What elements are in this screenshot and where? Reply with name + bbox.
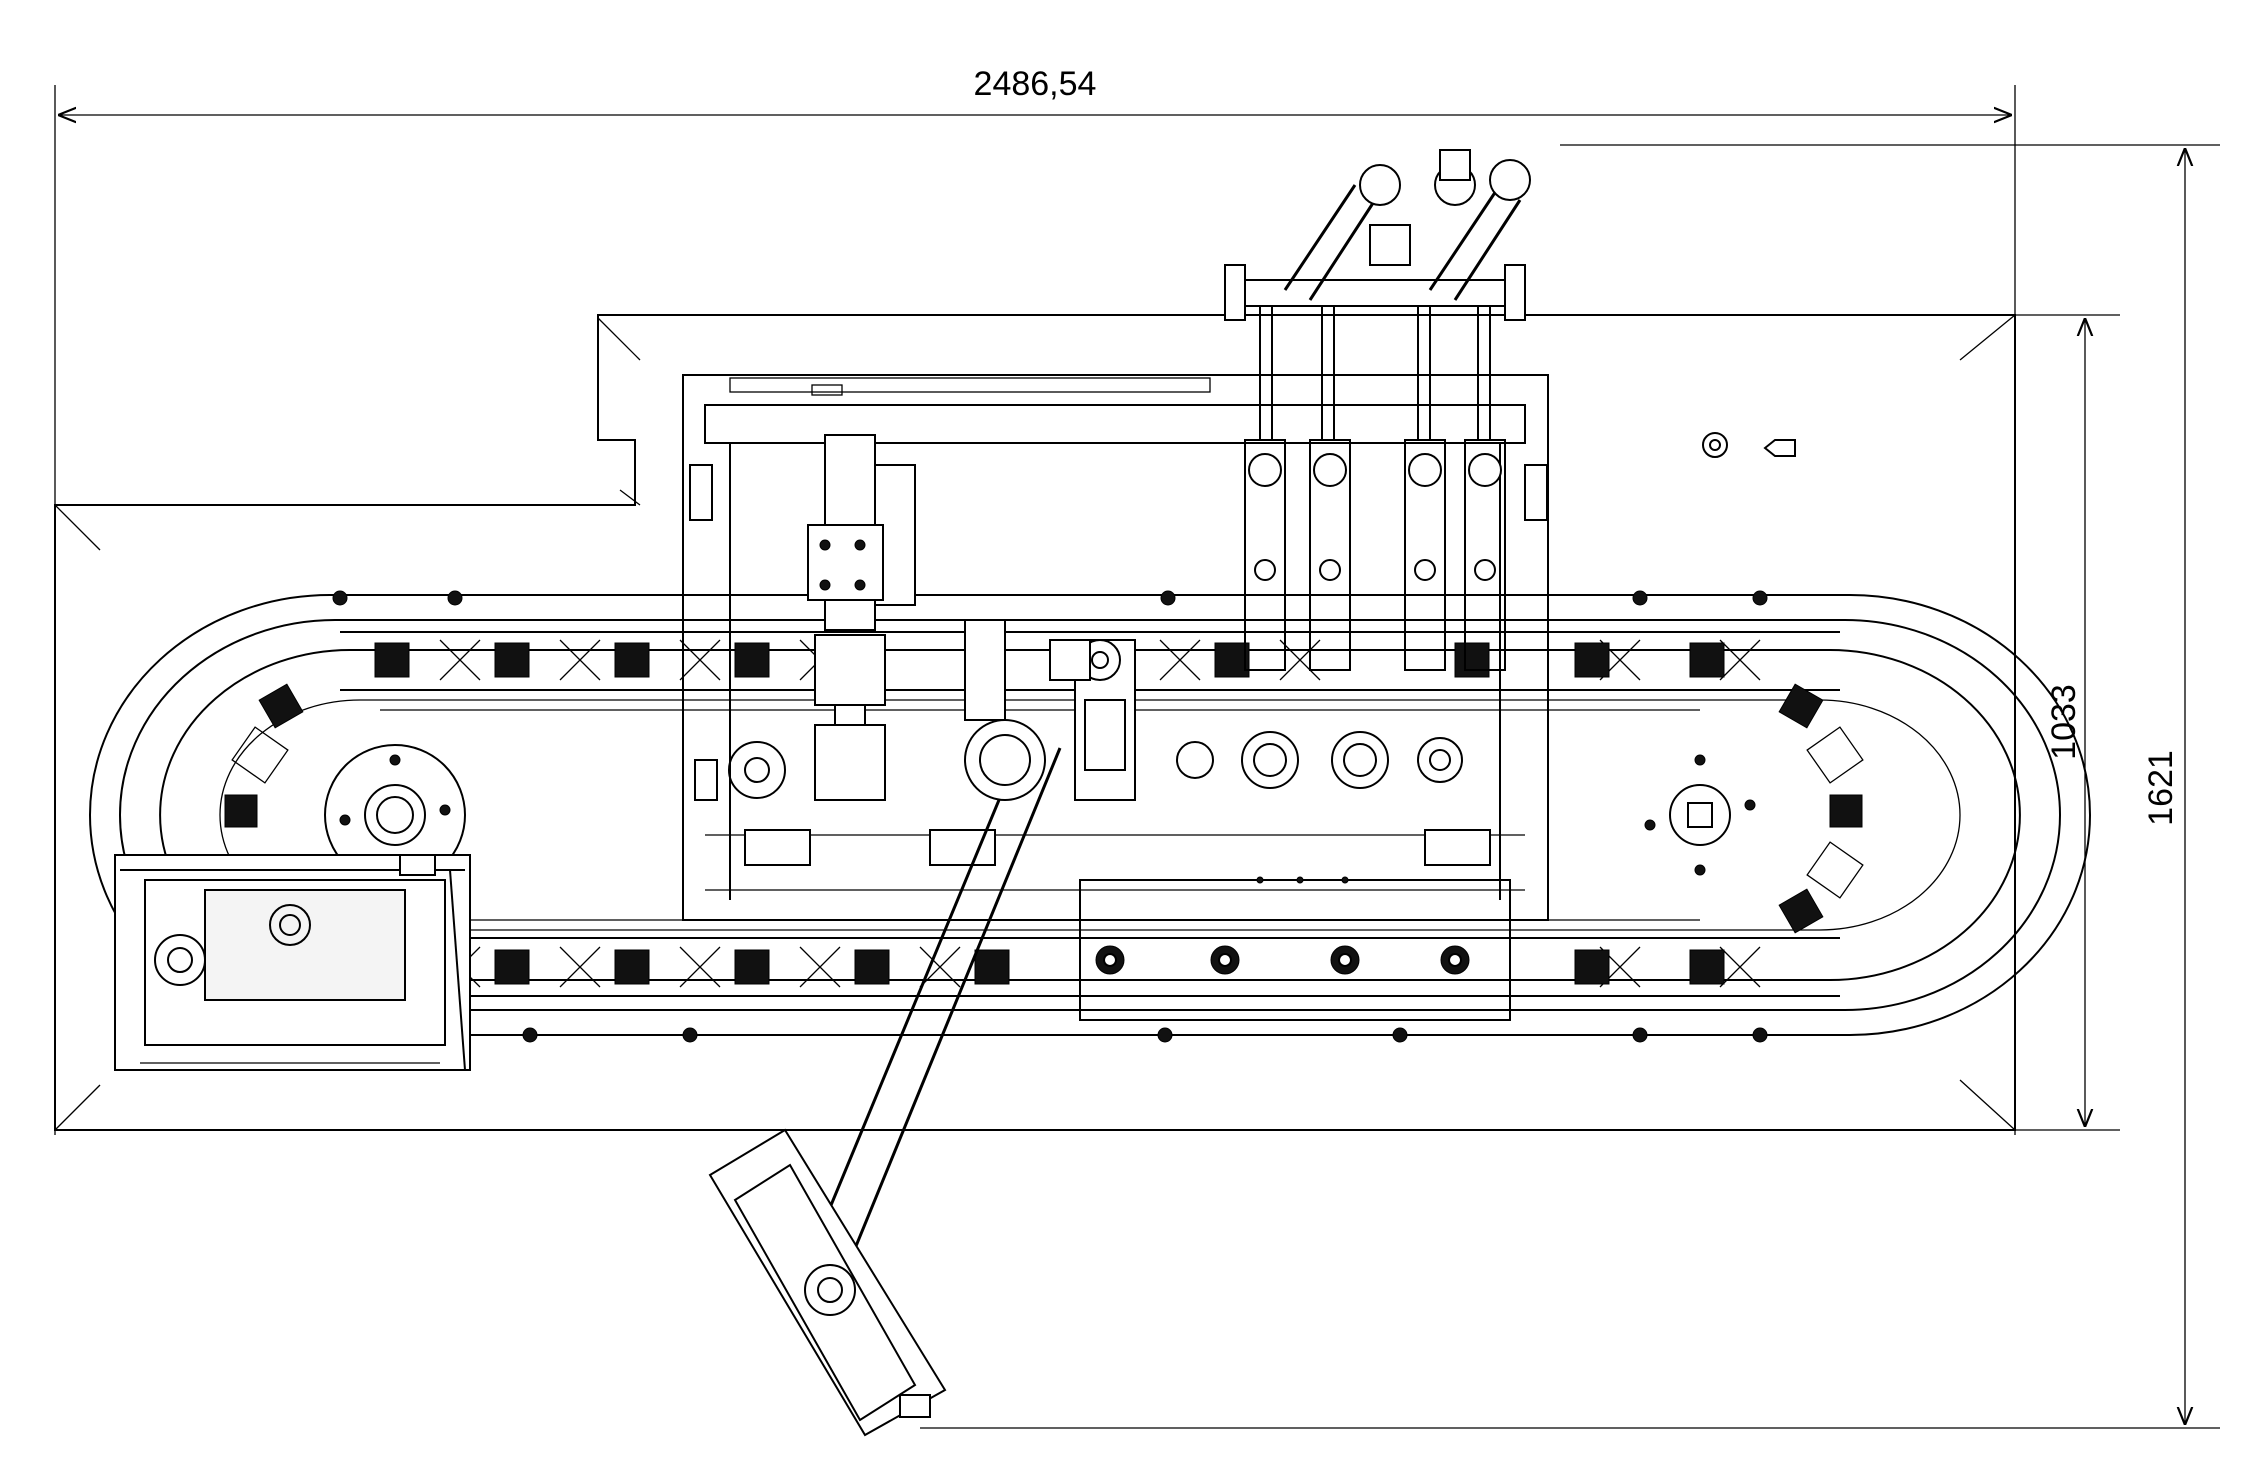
dimension-label-width: 2486,54 (974, 65, 1097, 103)
left-actuator-station (728, 434, 916, 801)
guard-bolts (332, 590, 1768, 1043)
gantry-frame (682, 374, 1549, 921)
left-sprocket (324, 744, 466, 886)
top-chain-links (374, 639, 1761, 681)
dimension-overall-height: 1621 (920, 144, 2220, 1429)
left-infeed-unit (114, 854, 471, 1071)
right-sprocket (1644, 754, 1756, 876)
bottom-chain-links (439, 946, 1761, 988)
outfeed-arm (708, 719, 1062, 1437)
filler-valves (1224, 149, 1531, 671)
left-curve-links (224, 683, 304, 828)
middle-stations (964, 619, 1511, 1021)
cups-row (1176, 731, 1463, 789)
dimension-frame-height: 1033 (1970, 314, 2120, 1131)
base-frame (54, 314, 2016, 1131)
misc-details (1049, 432, 1796, 884)
right-curve-links (1778, 683, 1864, 934)
dimension-label-overall-height: 1621 (2142, 750, 2180, 826)
